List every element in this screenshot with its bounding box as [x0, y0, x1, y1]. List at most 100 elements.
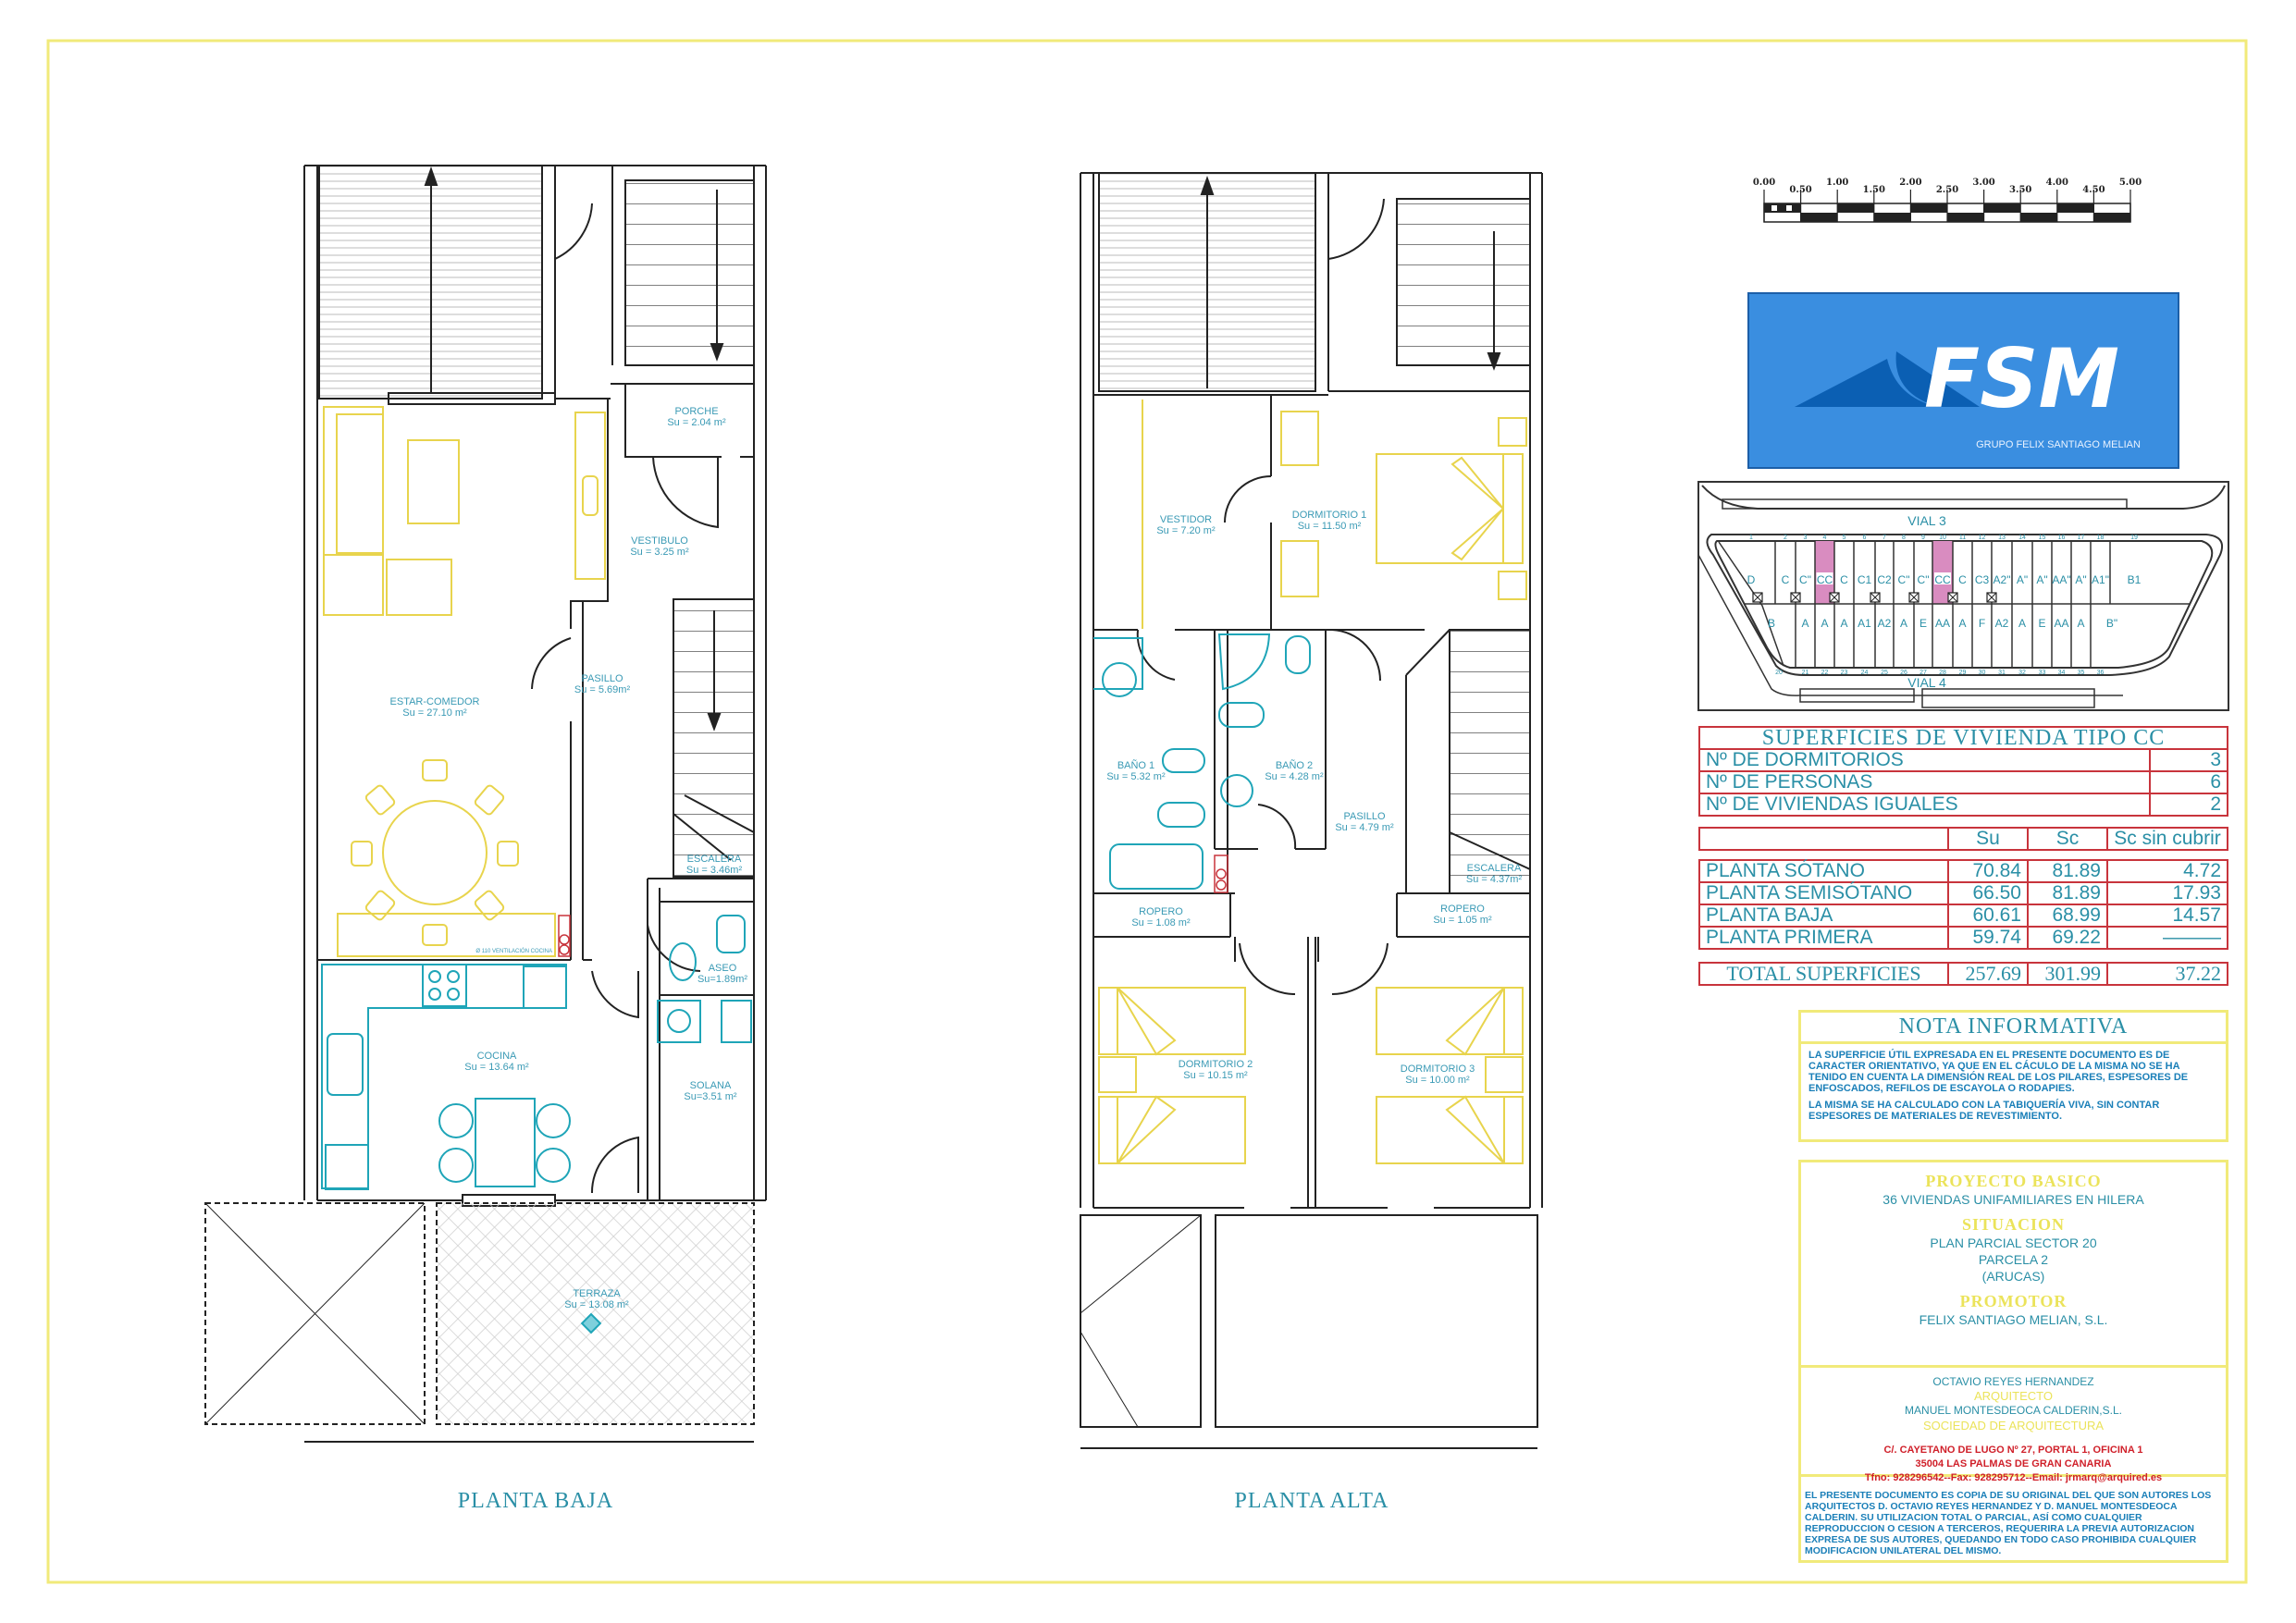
- bath2-door: [1257, 804, 1297, 850]
- scale-label: 2.50: [1936, 185, 1958, 195]
- lot-number: 19: [2130, 535, 2138, 541]
- kitchen-back-door: [590, 1136, 639, 1194]
- sideboard: [337, 913, 556, 957]
- areas-total: TOTAL SUPERFICIES 257.69 301.99 37.22: [1698, 962, 2228, 986]
- staircase-upper: [1396, 198, 1531, 366]
- lot-type: B1: [2128, 573, 2142, 586]
- lot-type: C3: [1975, 573, 1990, 586]
- drain-icon: [580, 1312, 602, 1334]
- single-bed: [1376, 1096, 1524, 1164]
- scale-label: 1.50: [1863, 185, 1885, 195]
- aseo-door: [647, 924, 701, 972]
- manhole-icon: [1870, 592, 1881, 603]
- lot-type: A1: [1858, 617, 1871, 630]
- location-line: PLAN PARCIAL SECTOR 20: [1930, 1236, 2097, 1250]
- scale-label: 4.00: [2046, 178, 2068, 188]
- nightstand: [1098, 1056, 1137, 1093]
- arrow-up-icon: [424, 166, 438, 186]
- room-area: Su=1.89m²: [697, 974, 747, 985]
- lower-area: [1215, 1214, 1538, 1428]
- room-area: Su = 13.08 m²: [564, 1299, 629, 1310]
- manhole-icon: [1829, 592, 1840, 603]
- room-name: SOLANA: [690, 1080, 732, 1091]
- lot-type: B": [2106, 617, 2117, 630]
- title-block: PROYECTO BASICO 36 VIVIENDAS UNIFAMILIAR…: [1798, 1160, 2228, 1563]
- row-label: Nº DE DORMITORIOS: [1698, 748, 2151, 772]
- scale-segment: [1947, 213, 1984, 222]
- upper-floor-labels: VESTIDOR Su = 7.20 m² DORMITORIO 1 Su = …: [1106, 510, 1522, 1513]
- total-label: TOTAL SUPERFICIES: [1698, 962, 1949, 986]
- washing-machine: [657, 1000, 701, 1043]
- counter: [321, 964, 567, 1189]
- ground-floor-labels: PORCHE Su = 2.04 m² VESTIBULO Su = 3.25 …: [390, 406, 748, 1513]
- lot-number: 35: [2078, 670, 2085, 676]
- header-sc-open: Sc sin cubrir: [2106, 827, 2228, 851]
- lot-type: C": [1799, 573, 1811, 586]
- exterior-walls: [303, 166, 767, 1200]
- room-area: Su = 5.32 m²: [1106, 771, 1166, 782]
- scale-segment: [1764, 203, 1801, 213]
- aseo-walls: [647, 879, 754, 1200]
- cell-sc: 81.89: [2027, 859, 2108, 883]
- armchair: [323, 554, 384, 616]
- lot-number: 1: [1749, 535, 1753, 541]
- upper-floor-plan: [1080, 172, 1543, 1449]
- ground-plan-title: PLANTA BAJA: [458, 1489, 613, 1513]
- lot-number: 12: [1979, 535, 1986, 541]
- living-door: [531, 637, 572, 690]
- ground-floor-plan: [204, 165, 767, 1443]
- scale-bar: 0.000.501.001.502.002.503.003.504.004.50…: [1753, 178, 2142, 223]
- project-description: 36 VIVIENDAS UNIFAMILIARES EN HILERA: [1882, 1192, 2144, 1207]
- laundry-sink: [721, 1000, 752, 1043]
- total-sc: 301.99: [2027, 962, 2108, 986]
- lot-number: 33: [2039, 670, 2046, 676]
- tv-unit: [574, 412, 606, 580]
- arrow-up-icon: [1200, 175, 1215, 195]
- sheet-frame: [46, 39, 2248, 1584]
- location-line: (ARUCAS): [1981, 1269, 2045, 1284]
- row-label: Nº DE VIVIENDAS IGUALES: [1698, 793, 2151, 817]
- lot-type: A1": [2092, 573, 2109, 586]
- manhole-icon: [1947, 592, 1958, 603]
- arrow-down-icon: [1487, 352, 1501, 371]
- room-name: ASEO: [709, 963, 737, 974]
- exterior-walls: [1080, 173, 1543, 1208]
- oven: [523, 965, 567, 1009]
- lot-number: 34: [2058, 670, 2066, 676]
- scale-label: 4.50: [2082, 185, 2105, 195]
- lot-number: 8: [1902, 535, 1906, 541]
- header-blank: [1698, 827, 1949, 851]
- lot-type: C2: [1877, 573, 1892, 586]
- lot-type: C: [1782, 573, 1790, 586]
- dressing-door: [1224, 475, 1272, 523]
- row-value: 3: [2149, 748, 2228, 772]
- manhole-icon: [1752, 592, 1763, 603]
- arrow-down-icon: [710, 343, 724, 362]
- chest: [1280, 540, 1319, 597]
- row-value: 6: [2149, 770, 2228, 794]
- location-line: PARCELA 2: [1978, 1252, 2049, 1267]
- living-wall: [570, 399, 609, 960]
- lot-type: C": [1898, 573, 1910, 586]
- open-area: [204, 1202, 426, 1425]
- total-sc-open: 37.22: [2106, 962, 2228, 986]
- lot-type: A2": [1994, 573, 2011, 586]
- room-name: DORMITORIO 3: [1401, 1064, 1475, 1075]
- cell-sc-open: 4.72: [2106, 859, 2228, 883]
- coffee-table: [407, 439, 460, 524]
- bedroom-furniture: [1098, 400, 1527, 1164]
- door-swing: [554, 203, 593, 260]
- lot-type: C: [1840, 573, 1848, 586]
- row-label: PLANTA SEMISÓTANO: [1698, 881, 1949, 905]
- lot-number: 11: [1959, 535, 1966, 541]
- architect-role: ARQUITECTO: [1974, 1389, 2053, 1403]
- note-paragraph: LA SUPERFICIE ÚTIL EXPRESADA EN EL PRESE…: [1808, 1050, 2189, 1094]
- lot-number: 15: [2039, 535, 2046, 541]
- stair-winders: [648, 794, 755, 879]
- lot-type: C: [1958, 573, 1967, 586]
- open-area: [1080, 1214, 1202, 1428]
- room-name: ESTAR-COMEDOR: [390, 696, 480, 707]
